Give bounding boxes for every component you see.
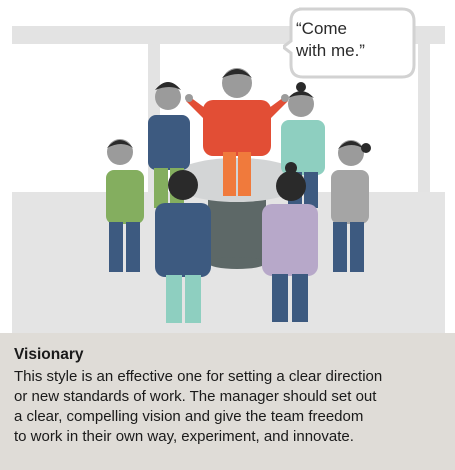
caption-title: Visionary: [14, 346, 84, 363]
speech-bubble-text: “Come with me.”: [296, 18, 408, 62]
team-member-front-left: [155, 170, 211, 323]
speech-line: with me.”: [296, 41, 365, 60]
caption-line: or new standards of work. The manager sh…: [14, 388, 377, 405]
meeting-table: [169, 158, 305, 269]
caption-line: to work in their own way, experiment, an…: [14, 428, 354, 445]
team-member-back-right: [281, 82, 325, 208]
wall-pillar-right: [418, 44, 430, 194]
caption-line: This style is an effective one for setti…: [14, 368, 383, 385]
team-leader: [185, 68, 289, 196]
team-member-right: [331, 140, 371, 272]
caption-body: This style is an effective one for setti…: [14, 367, 446, 447]
team-member-back-left: [148, 82, 190, 208]
caption-panel: [0, 333, 455, 470]
speech-bubble: [283, 7, 416, 79]
caption-line: a clear, compelling vision and give the …: [14, 408, 364, 425]
speech-line: “Come: [296, 19, 348, 38]
team-member-left: [106, 139, 144, 272]
team-member-front-right: [262, 162, 318, 322]
